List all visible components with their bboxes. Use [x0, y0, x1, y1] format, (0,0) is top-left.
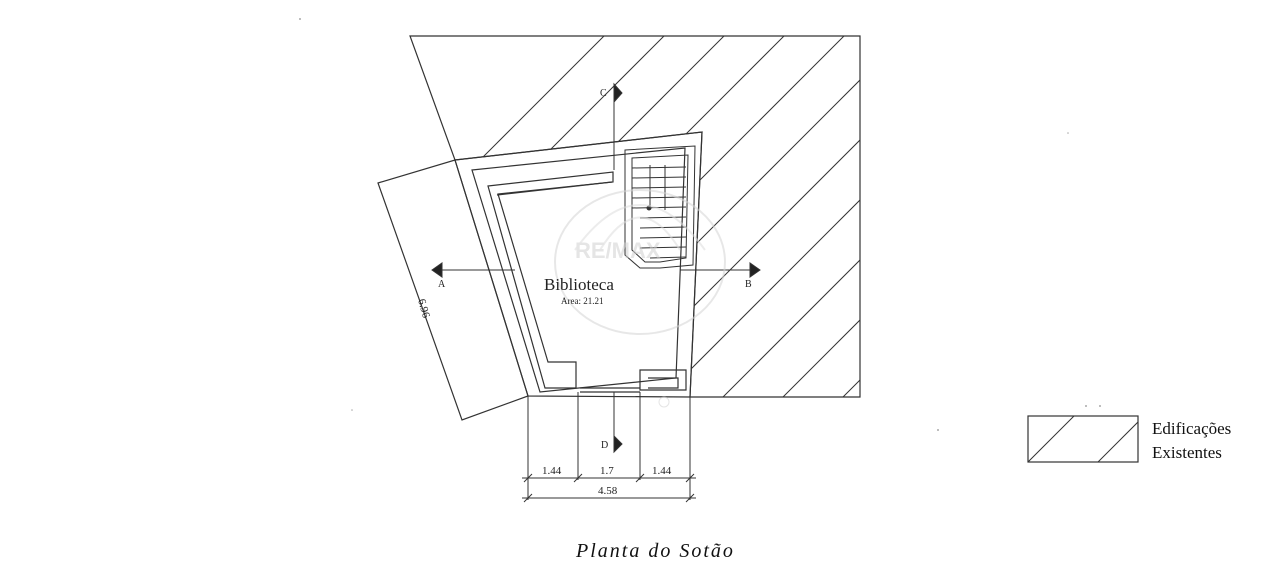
section-c-arrow: [613, 82, 623, 104]
plan-title: Planta do Sotão: [575, 540, 735, 562]
remax-watermark: RE/MAX: [554, 189, 726, 408]
bottom-dimension-lines: [522, 392, 696, 503]
scan-specks: [299, 18, 1101, 431]
section-label-a: A: [438, 279, 446, 290]
legend-hatch-swatch: [1027, 415, 1139, 463]
legend-label-line2: Existentes: [1152, 443, 1222, 462]
room-name: Biblioteca: [544, 275, 614, 294]
section-a-arrow: [431, 262, 443, 278]
section-label-c: C: [600, 88, 607, 99]
dimension-seg-right: 1.44: [652, 465, 672, 477]
legend-label-line1: Edificações: [1152, 419, 1231, 438]
dimension-seg-left: 1.44: [542, 465, 562, 477]
section-lines: [431, 82, 761, 454]
dimension-total: 4.58: [598, 485, 618, 497]
section-d-arrow: [613, 434, 623, 454]
section-label-b: B: [745, 279, 752, 290]
legend: Edificações Existentes: [1027, 415, 1231, 463]
section-label-d: D: [601, 440, 608, 451]
dimension-seg-mid: 1.7: [600, 465, 614, 477]
existing-buildings-hatch: [409, 35, 861, 398]
room-area: Area: 21.21: [561, 296, 604, 306]
staircase: [624, 145, 696, 269]
section-b-arrow: [749, 262, 761, 278]
side-dimension: 6.96: [415, 298, 432, 320]
left-side-outline: [377, 159, 529, 421]
watermark-text: RE/MAX: [575, 238, 661, 263]
